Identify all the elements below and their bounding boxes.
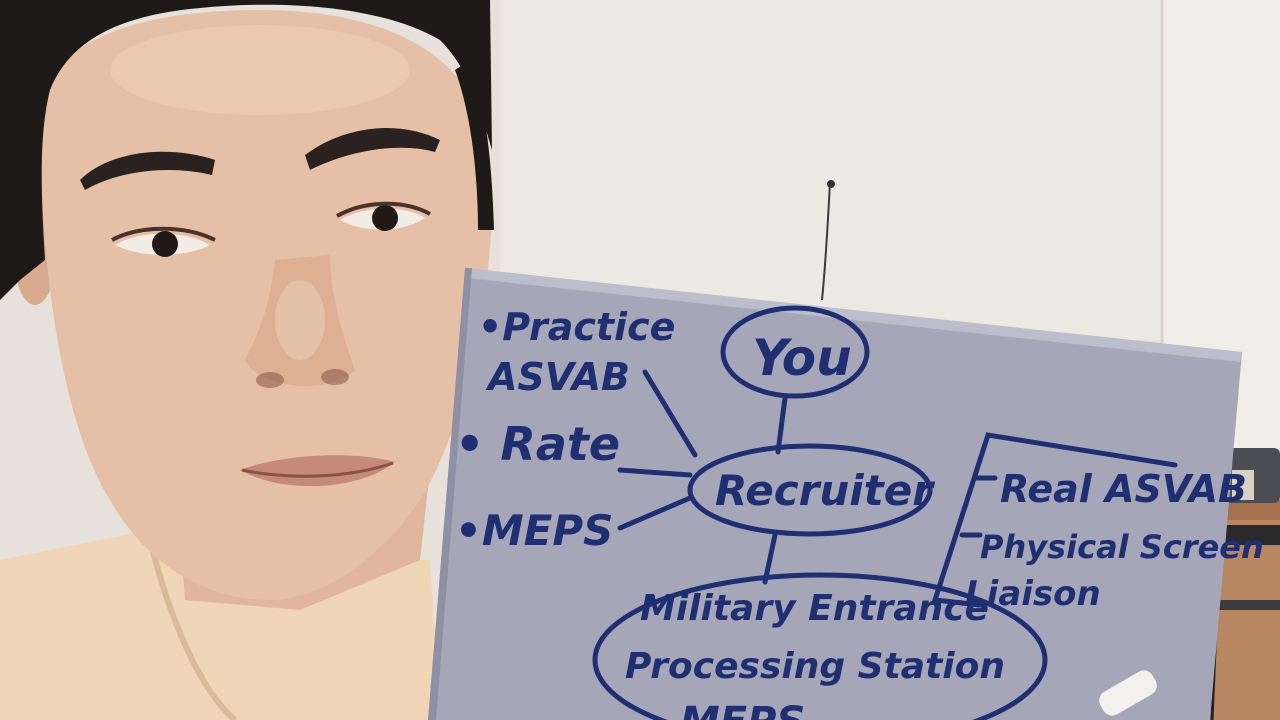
task-physical-screen: Physical Screen	[980, 528, 1264, 566]
line-meps	[617, 495, 693, 531]
wall-cable	[821, 181, 831, 301]
person	[0, 0, 494, 720]
recruiter-bubble	[687, 443, 933, 537]
hand-drawn-board: •Practice ASVAB • Rate •MEPS You Recruit…	[428, 268, 1264, 720]
task-real-asvab: Real ASVAB	[1000, 467, 1247, 511]
hair	[0, 0, 492, 300]
task-liaison: Liaison	[965, 574, 1101, 614]
left-eyebrow	[80, 151, 215, 190]
line-rate	[617, 467, 693, 478]
recruiter-label: Recruiter	[715, 466, 935, 515]
you-bubble	[720, 305, 870, 399]
meps-abbrev: MEPS	[680, 699, 805, 720]
tip-asvab: ASVAB	[485, 355, 630, 399]
line-you-recruiter	[775, 395, 788, 455]
meps-name-line2: Processing Station	[625, 646, 1005, 687]
line-recruiter-meps	[762, 532, 778, 585]
tip-practice: •Practice	[478, 305, 675, 349]
meps-bubble	[592, 572, 1048, 720]
tip-rate: • Rate	[455, 417, 620, 471]
tip-meps: •MEPS	[455, 506, 613, 555]
line-practice	[642, 369, 698, 458]
you-label: You	[752, 329, 852, 387]
mouth	[240, 455, 395, 487]
meps-name-line1: Military Entrance	[640, 588, 989, 629]
right-eyebrow	[305, 128, 440, 170]
bracket-line	[931, 432, 1178, 608]
marker	[1099, 670, 1157, 716]
